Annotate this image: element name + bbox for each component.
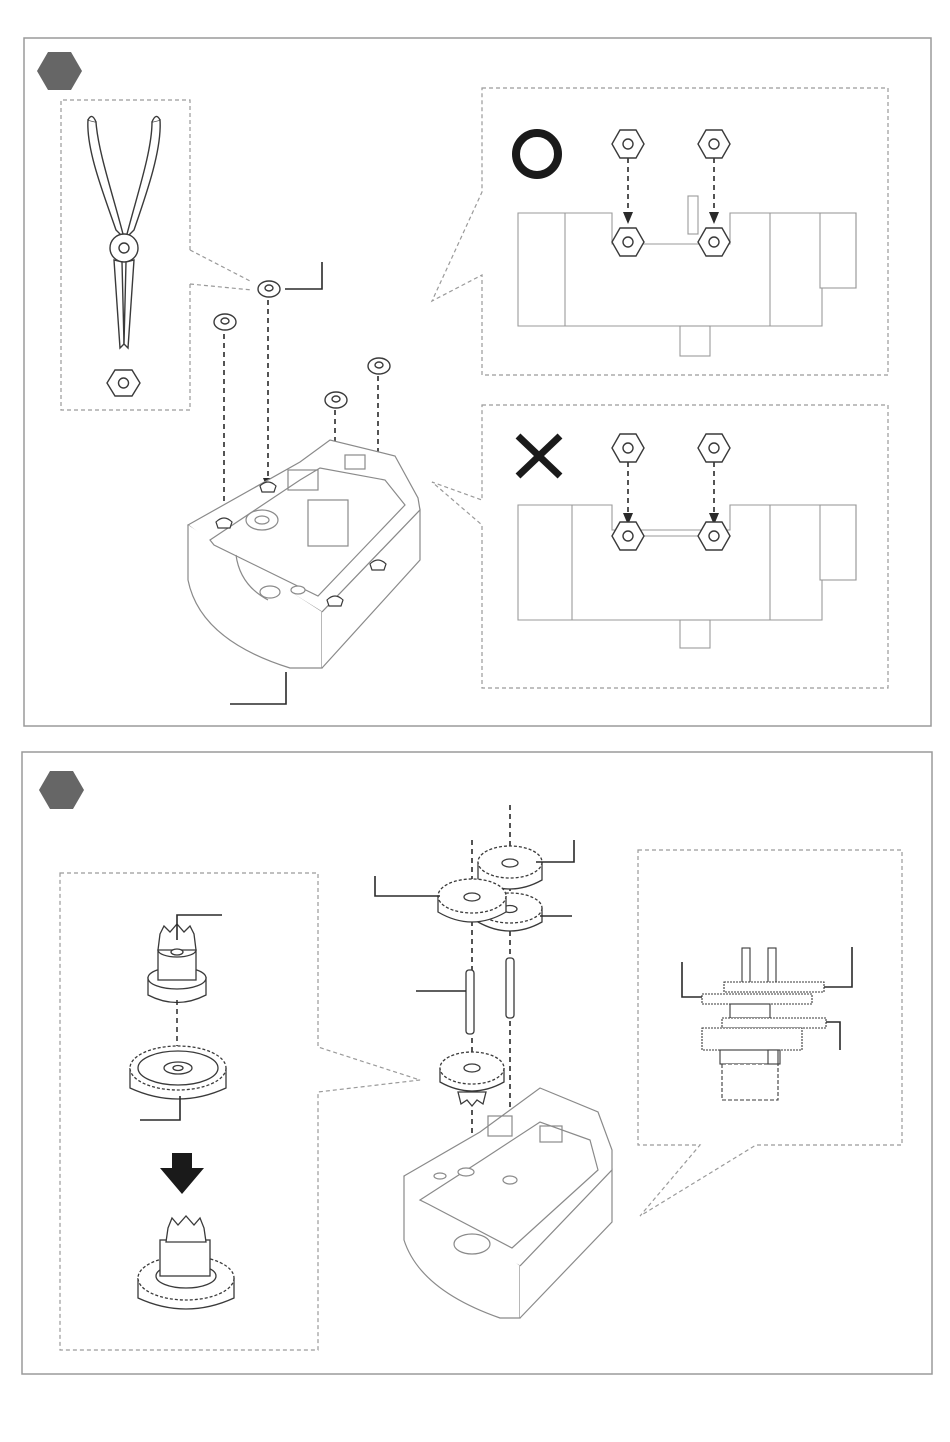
- long-nose-pliers-icon: [88, 116, 160, 348]
- step-1-panel: [24, 38, 931, 726]
- side-view-leader-b: [682, 962, 702, 997]
- housing-leader-line: [230, 672, 286, 704]
- loose-nuts: [214, 281, 390, 408]
- gearbox-housing: [188, 440, 420, 668]
- gear-side-view: [702, 948, 826, 1100]
- nut-leader-line: [285, 262, 322, 289]
- motor-block-incorrect: [518, 505, 856, 648]
- gear-mesh-callout: [638, 850, 902, 1216]
- incorrect-drop-arrows: [628, 462, 714, 516]
- circle-correct-icon: [516, 133, 558, 175]
- combined-gear-icon: [138, 1216, 234, 1309]
- step-1-frame: [24, 38, 931, 726]
- correct-callout: [432, 88, 888, 375]
- gear-shafts: [466, 958, 514, 1034]
- side-view-leader-c: [826, 1022, 840, 1050]
- down-arrow-icon: [160, 1153, 204, 1194]
- hex-nut-icon: [107, 370, 140, 396]
- gearbox-housing-lower: [404, 1088, 612, 1318]
- motor-block-correct: [518, 196, 856, 356]
- correct-arrow-heads: [623, 212, 719, 224]
- top-gears: [438, 846, 542, 931]
- lower-gear: [440, 1052, 504, 1106]
- side-view-leader-a: [824, 947, 852, 987]
- spur-gear-leader-line: [140, 1096, 180, 1120]
- top-gear-leader-b: [375, 876, 440, 896]
- gear-stack-assembly: [375, 805, 612, 1318]
- spur-gear-icon: [130, 1046, 226, 1099]
- correct-drop-arrows: [628, 158, 714, 215]
- correct-nuts: [612, 130, 730, 256]
- step-1-badge: [37, 52, 82, 90]
- step-2-panel: [22, 752, 932, 1374]
- cross-incorrect-icon: [518, 436, 560, 476]
- pinion-subassembly-callout: [60, 873, 420, 1350]
- incorrect-nuts: [612, 434, 730, 550]
- step-2-badge: [39, 771, 84, 809]
- incorrect-callout: [432, 405, 888, 688]
